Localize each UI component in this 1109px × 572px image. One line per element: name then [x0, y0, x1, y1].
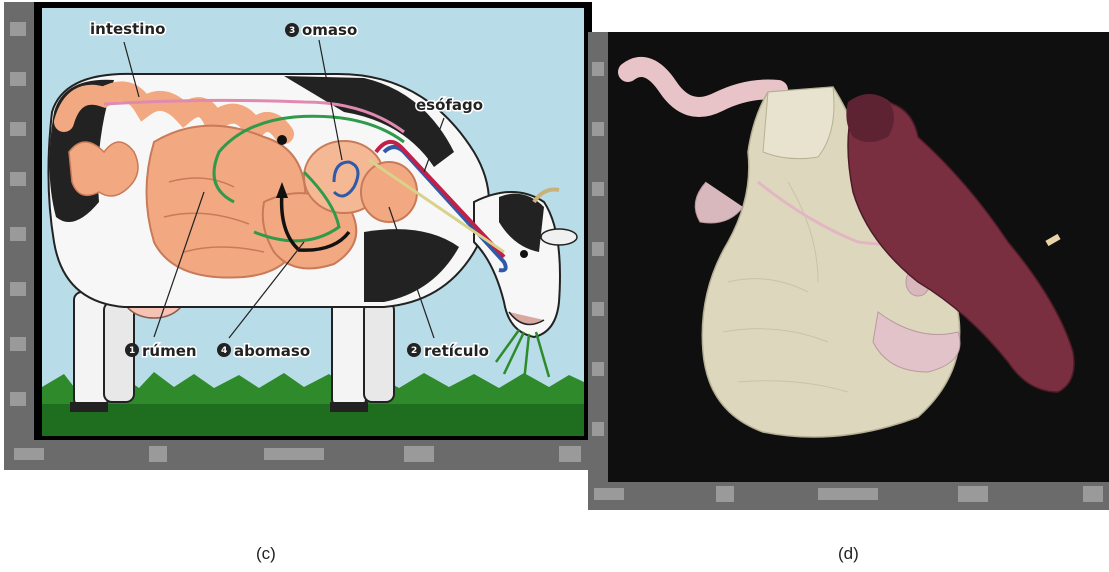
label-intestino: intestino [90, 20, 165, 38]
toolbar-icon [958, 486, 988, 502]
toolbar-icon [592, 302, 604, 316]
label-esofago: esófago [416, 96, 483, 114]
cow-diagram: intestino 3 omaso esófago 1 rúmen 4 abom… [4, 2, 592, 470]
toolbar-icon [1083, 486, 1103, 502]
caption-c: (c) [256, 544, 276, 564]
caption-d: (d) [838, 544, 859, 564]
toolbar-icon [592, 242, 604, 256]
toolbar-icon [149, 446, 167, 462]
left-toolbar-strip [588, 32, 608, 482]
toolbar-icon [592, 362, 604, 376]
toolbar-icon [10, 227, 26, 241]
toolbar-icon [404, 446, 434, 462]
label-number-rumen: 1 [129, 346, 135, 356]
toolbar-icon [594, 488, 624, 500]
toolbar-icon [10, 282, 26, 296]
label-number-reticulo: 2 [411, 346, 417, 356]
toolbar-icon [10, 72, 26, 86]
stomach-3d-model [588, 32, 1109, 510]
toolbar-icon [10, 22, 26, 36]
cow-diagram-panel: intestino 3 omaso esófago 1 rúmen 4 abom… [4, 2, 592, 470]
reticulum [361, 162, 417, 222]
label-number-abomaso: 4 [221, 346, 227, 356]
toolbar-icon [10, 172, 26, 186]
label-omaso: omaso [302, 21, 357, 39]
toolbar-icon [592, 422, 604, 436]
toolbar-icon [10, 392, 26, 406]
reticulum-textured [763, 87, 834, 159]
toolbar-icon [592, 62, 604, 76]
stomach-3d-panel [588, 32, 1109, 510]
toolbar-icon [592, 122, 604, 136]
toolbar-icon [592, 182, 604, 196]
grass-shadow [42, 404, 584, 436]
toolbar-icon [264, 448, 324, 460]
label-number-omaso: 3 [289, 26, 295, 36]
label-rumen: rúmen [142, 342, 197, 360]
label-reticulo: retículo [424, 342, 489, 360]
toolbar-icon [818, 488, 878, 500]
toolbar-icon [10, 122, 26, 136]
toolbar-icon [716, 486, 734, 502]
toolbar-icon [559, 446, 581, 462]
toolbar-icon [14, 448, 44, 460]
label-abomaso: abomaso [234, 342, 310, 360]
spleen-lobe [846, 94, 894, 142]
toolbar-icon [10, 337, 26, 351]
